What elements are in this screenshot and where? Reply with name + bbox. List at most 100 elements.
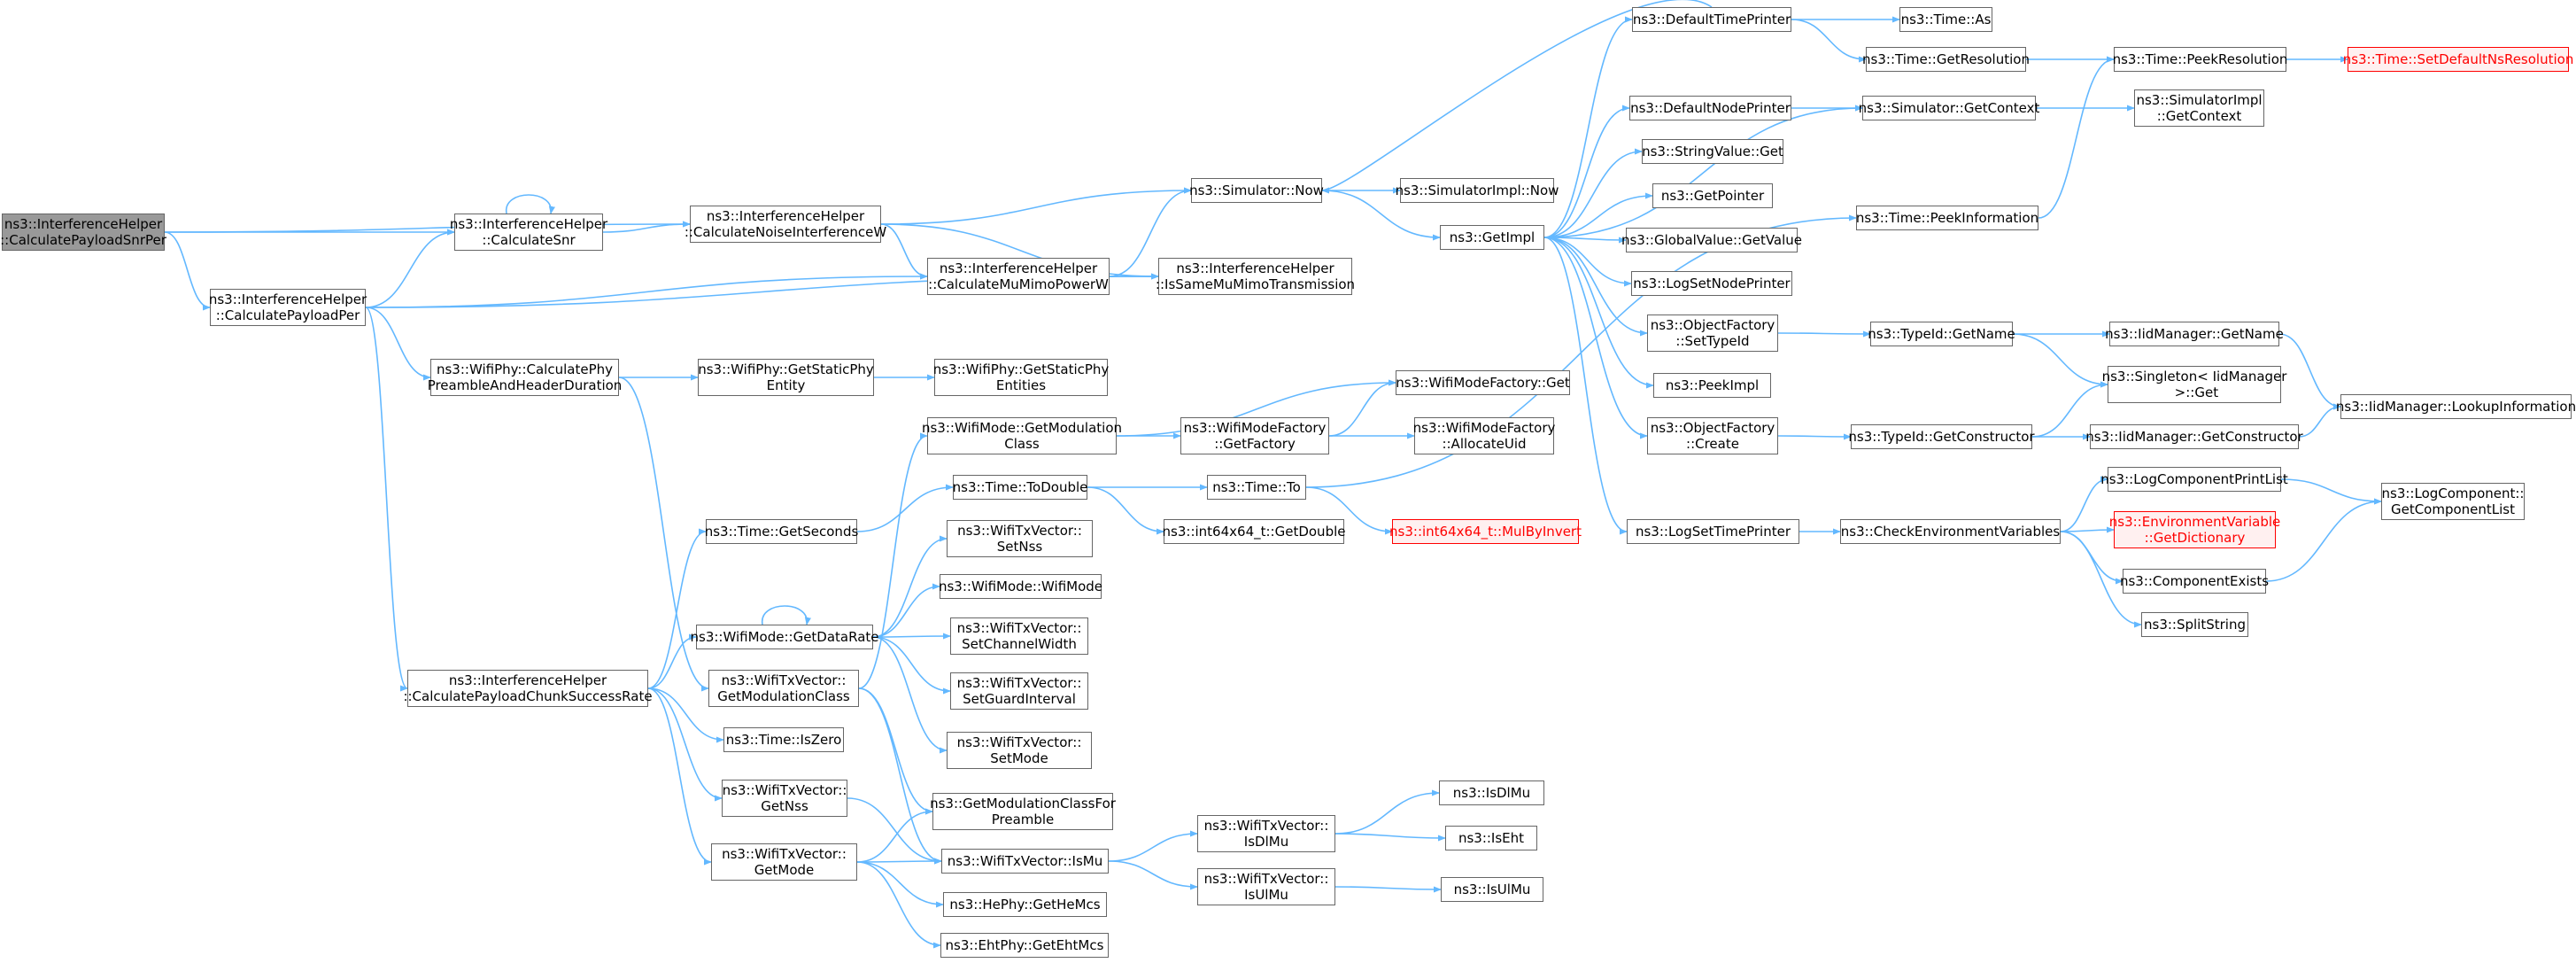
edge-modeGetDataRate-to-txSetGuard	[872, 636, 951, 695]
edge-txGetMode-to-ehtPhyGetEhtMcs	[856, 861, 941, 949]
graph-node-splitString[interactable]: ns3::SplitString	[2141, 612, 2248, 637]
graph-node-modeGetModClass[interactable]: ns3::WifiMode::GetModulation Class	[922, 417, 1122, 454]
edge-calcMuMimo-to-simNow	[1109, 187, 1192, 277]
graph-node-hePhyGetHeMcs[interactable]: ns3::HePhy::GetHeMcs	[943, 892, 1107, 917]
graph-node-typeIdGetName[interactable]: ns3::TypeId::GetName	[1868, 322, 2015, 346]
graph-node-getModClassPreamble[interactable]: ns3::GetModulationClassFor Preamble	[930, 793, 1116, 830]
graph-node-typeIdGetCtor[interactable]: ns3::TypeId::GetConstructor	[1848, 424, 2035, 449]
graph-node-timeToDouble[interactable]: ns3::Time::ToDouble	[953, 475, 1087, 500]
graph-node-calcMuMimo[interactable]: ns3::InterferenceHelper ::CalculateMuMim…	[927, 258, 1110, 295]
edge-txGetModClass-to-txIsMu	[858, 687, 942, 865]
edge-root-to-calcNoise	[164, 221, 691, 233]
graph-node-txGetNss[interactable]: ns3::WifiTxVector:: GetNss	[722, 780, 847, 817]
graph-node-simGetContext[interactable]: ns3::Simulator::GetContext	[1859, 96, 2039, 120]
graph-node-getStaticPhyEntities[interactable]: ns3::WifiPhy::GetStaticPhy Entities	[933, 359, 1109, 396]
graph-node-modeFactGet[interactable]: ns3::WifiModeFactory::Get	[1396, 370, 1570, 395]
graph-node-int64GetDouble[interactable]: ns3::int64x64_t::GetDouble	[1163, 519, 1345, 544]
edge-txGetMode-to-hePhyGetHeMcs	[856, 861, 944, 908]
graph-node-isDlMu[interactable]: ns3::IsDlMu	[1439, 780, 1544, 805]
graph-node-timePeekRes[interactable]: ns3::Time::PeekResolution	[2113, 47, 2287, 72]
graph-node-objFactCreate[interactable]: ns3::ObjectFactory ::Create	[1647, 417, 1778, 454]
edge-simNow-to-getImpl	[1321, 190, 1441, 241]
graph-node-objFactSetTypeId[interactable]: ns3::ObjectFactory ::SetTypeId	[1647, 315, 1778, 352]
graph-node-iidLookup[interactable]: ns3::IidManager::LookupInformation	[2336, 394, 2576, 419]
graph-node-txGetMode[interactable]: ns3::WifiTxVector:: GetMode	[711, 843, 857, 881]
graph-node-logCompPrintList[interactable]: ns3::LogComponentPrintList	[2100, 467, 2288, 492]
graph-node-iidGetCtor[interactable]: ns3::IidManager::GetConstructor	[2085, 424, 2303, 449]
edge-calcNoise-to-calcMuMimo	[880, 223, 928, 280]
graph-node-txIsUlMu[interactable]: ns3::WifiTxVector:: IsUlMu	[1197, 868, 1335, 905]
graph-node-simNow[interactable]: ns3::Simulator::Now	[1189, 178, 1324, 203]
graph-node-calcPreamble[interactable]: ns3::WifiPhy::CalculatePhy PreambleAndHe…	[428, 359, 622, 396]
graph-node-timeGetRes[interactable]: ns3::Time::GetResolution	[1862, 47, 2030, 72]
graph-node-txIsMu[interactable]: ns3::WifiTxVector::IsMu	[941, 849, 1109, 874]
graph-node-logSetTimePrinter[interactable]: ns3::LogSetTimePrinter	[1627, 519, 1799, 544]
graph-node-logSetNodePrinter[interactable]: ns3::LogSetNodePrinter	[1631, 271, 1792, 296]
graph-node-txSetGuard[interactable]: ns3::WifiTxVector:: SetGuardInterval	[950, 672, 1088, 710]
graph-node-defNodePrinter[interactable]: ns3::DefaultNodePrinter	[1629, 96, 1791, 120]
graph-node-singletonGet[interactable]: ns3::Singleton< IidManager >::Get	[2102, 366, 2286, 403]
graph-node-modeFactAlloc[interactable]: ns3::WifiModeFactory ::AllocateUid	[1413, 417, 1555, 454]
graph-node-timePeekInfo[interactable]: ns3::Time::PeekInformation	[1856, 206, 2038, 230]
edge-getImpl-to-peekImpl	[1543, 237, 1654, 389]
graph-node-logCompGetList[interactable]: ns3::LogComponent:: GetComponentList	[2381, 483, 2525, 520]
graph-node-getStaticPhyEntity[interactable]: ns3::WifiPhy::GetStaticPhy Entity	[698, 359, 874, 396]
graph-node-txSetMode[interactable]: ns3::WifiTxVector:: SetMode	[947, 732, 1092, 769]
edge-objFactSetTypeId-to-typeIdGetName	[1777, 330, 1871, 338]
edge-calcNoise-to-simNow	[880, 187, 1192, 225]
graph-node-peekImpl[interactable]: ns3::PeekImpl	[1653, 373, 1771, 398]
graph-node-chunkSuccess[interactable]: ns3::InterferenceHelper ::CalculatePaylo…	[403, 670, 653, 707]
graph-node-envVarGetDict[interactable]: ns3::EnvironmentVariable ::GetDictionary	[2109, 511, 2280, 548]
graph-node-calcNoise[interactable]: ns3::InterferenceHelper ::CalculateNoise…	[685, 206, 886, 243]
graph-node-isSameMuMimo[interactable]: ns3::InterferenceHelper ::IsSameMuMimoTr…	[1156, 258, 1355, 295]
edge-typeIdGetCtor-to-singletonGet	[2031, 381, 2108, 438]
graph-node-timeAs[interactable]: ns3::Time::As	[1899, 7, 1992, 32]
graph-node-calcSnr[interactable]: ns3::InterferenceHelper ::CalculateSnr	[450, 214, 607, 251]
graph-node-txIsDlMu[interactable]: ns3::WifiTxVector:: IsDlMu	[1197, 815, 1335, 852]
edge-modeFactGetFactory-to-modeFactGet	[1328, 379, 1396, 437]
graph-node-txGetModClass[interactable]: ns3::WifiTxVector:: GetModulationClass	[708, 670, 859, 707]
graph-node-defTimePrinter[interactable]: ns3::DefaultTimePrinter	[1632, 7, 1791, 32]
graph-node-isUlMu[interactable]: ns3::IsUlMu	[1441, 877, 1543, 902]
edge-checkEnvVars-to-envVarGetDict	[2060, 526, 2115, 533]
edge-txGetModClass-to-modeGetModClass	[858, 432, 928, 689]
graph-node-globalValueGet[interactable]: ns3::GlobalValue::GetValue	[1621, 228, 1802, 252]
graph-node-root[interactable]: ns3::InterferenceHelper ::CalculatePaylo…	[0, 214, 166, 251]
edge-calcSnr-to-calcNoise	[602, 221, 691, 233]
graph-node-calcPer[interactable]: ns3::InterferenceHelper ::CalculatePaylo…	[209, 289, 367, 326]
edge-txGetMode-to-txIsMu	[856, 858, 942, 865]
graph-node-compExists[interactable]: ns3::ComponentExists	[2120, 569, 2269, 594]
edge-txIsMu-to-txIsDlMu	[1108, 830, 1198, 862]
graph-node-simImplNow[interactable]: ns3::SimulatorImpl::Now	[1396, 178, 1559, 203]
edge-objFactCreate-to-typeIdGetCtor	[1777, 433, 1852, 440]
graph-node-int64MulByInvert[interactable]: ns3::int64x64_t::MulByInvert	[1389, 519, 1582, 544]
graph-node-modeGetDataRate[interactable]: ns3::WifiMode::GetDataRate	[691, 625, 879, 649]
graph-node-iidGetName[interactable]: ns3::IidManager::GetName	[2105, 322, 2284, 346]
edge-modeGetDataRate-to-modeWifiMode	[872, 583, 940, 638]
edge-modeGetDataRate-to-txSetNss	[872, 535, 948, 638]
graph-node-isEht[interactable]: ns3::IsEht	[1445, 826, 1537, 850]
edge-timeToDouble-to-int64GetDouble	[1087, 486, 1164, 535]
graph-node-timeTo[interactable]: ns3::Time::To	[1207, 475, 1306, 500]
edge-calcNoise-to-isSameMuMimo	[880, 223, 1159, 280]
edge-txGetMode-to-getModClassPreamble	[856, 808, 933, 863]
edge-txGetModClass-to-getModClassPreamble	[858, 687, 933, 815]
edge-calcPreamble-to-txGetModClass	[618, 377, 709, 692]
graph-node-simImplGetContext[interactable]: ns3::SimulatorImpl ::GetContext	[2134, 89, 2264, 127]
graph-node-getPointer[interactable]: ns3::GetPointer	[1652, 183, 1773, 208]
graph-node-stringValueGet[interactable]: ns3::StringValue::Get	[1642, 139, 1783, 164]
graph-node-modeWifiMode[interactable]: ns3::WifiMode::WifiMode	[939, 574, 1102, 599]
edge-txIsMu-to-txIsUlMu	[1108, 860, 1198, 890]
graph-node-getImpl[interactable]: ns3::GetImpl	[1440, 225, 1544, 250]
graph-node-timeSetDef[interactable]: ns3::Time::SetDefaultNsResolution	[2343, 47, 2573, 72]
graph-node-timeIsZero[interactable]: ns3::Time::IsZero	[723, 727, 844, 752]
graph-node-txSetChWidth[interactable]: ns3::WifiTxVector:: SetChannelWidth	[950, 617, 1088, 655]
edge-iidGetCtor-to-iidLookup	[2298, 403, 2341, 438]
graph-node-checkEnvVars[interactable]: ns3::CheckEnvironmentVariables	[1840, 519, 2061, 544]
graph-node-txSetNss[interactable]: ns3::WifiTxVector:: SetNss	[947, 520, 1093, 557]
graph-node-timeGetSeconds[interactable]: ns3::Time::GetSeconds	[705, 519, 858, 544]
graph-node-ehtPhyGetEhtMcs[interactable]: ns3::EhtPhy::GetEhtMcs	[940, 933, 1109, 958]
edge-getImpl-to-getPointer	[1543, 192, 1653, 238]
graph-node-modeFactGetFactory[interactable]: ns3::WifiModeFactory ::GetFactory	[1180, 417, 1329, 454]
